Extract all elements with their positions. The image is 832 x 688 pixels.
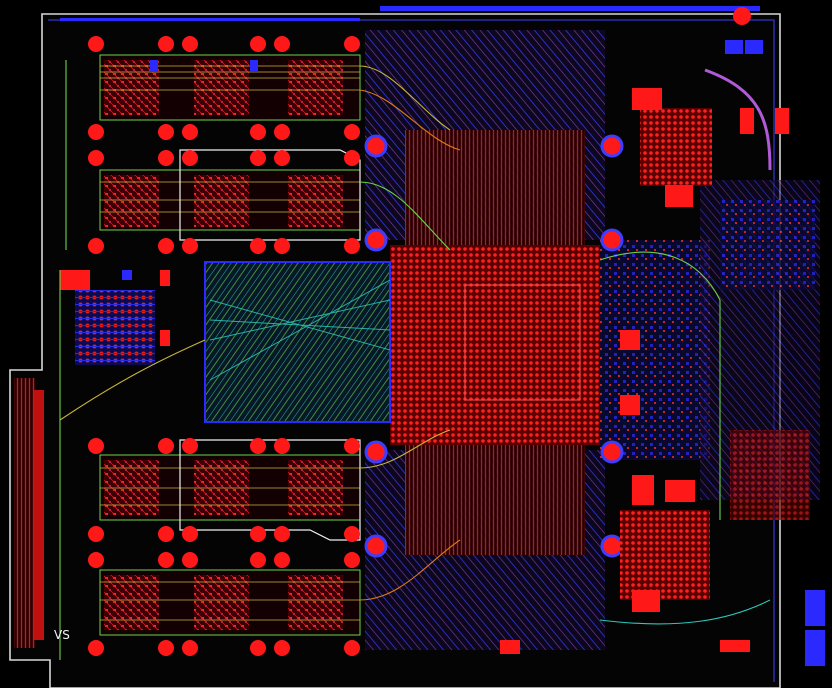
- mounting-holes[interactable]: [364, 134, 624, 558]
- top-edge-trace: [60, 6, 760, 21]
- dram-module-row-3[interactable]: [99, 454, 361, 521]
- processor-bga[interactable]: [390, 130, 600, 555]
- right-lower-bga-chip[interactable]: [620, 475, 710, 612]
- silkscreen-label: VS: [54, 628, 70, 642]
- left-bga-chip[interactable]: [60, 270, 155, 365]
- dram-module-row-1[interactable]: [99, 54, 361, 121]
- edge-connector-left[interactable]: [14, 378, 44, 648]
- right-component-field: [720, 200, 815, 520]
- dram-module-row-4[interactable]: [99, 569, 361, 636]
- mounting-pads[interactable]: [88, 7, 751, 656]
- passive-components: [122, 40, 825, 666]
- dram-module-row-2[interactable]: [99, 169, 361, 231]
- silkscreen-dram-outlines: [179, 149, 361, 541]
- routing-bundles: [59, 60, 772, 660]
- high-speed-routing-region: [204, 261, 391, 423]
- right-upper-bga-chip[interactable]: [632, 88, 789, 207]
